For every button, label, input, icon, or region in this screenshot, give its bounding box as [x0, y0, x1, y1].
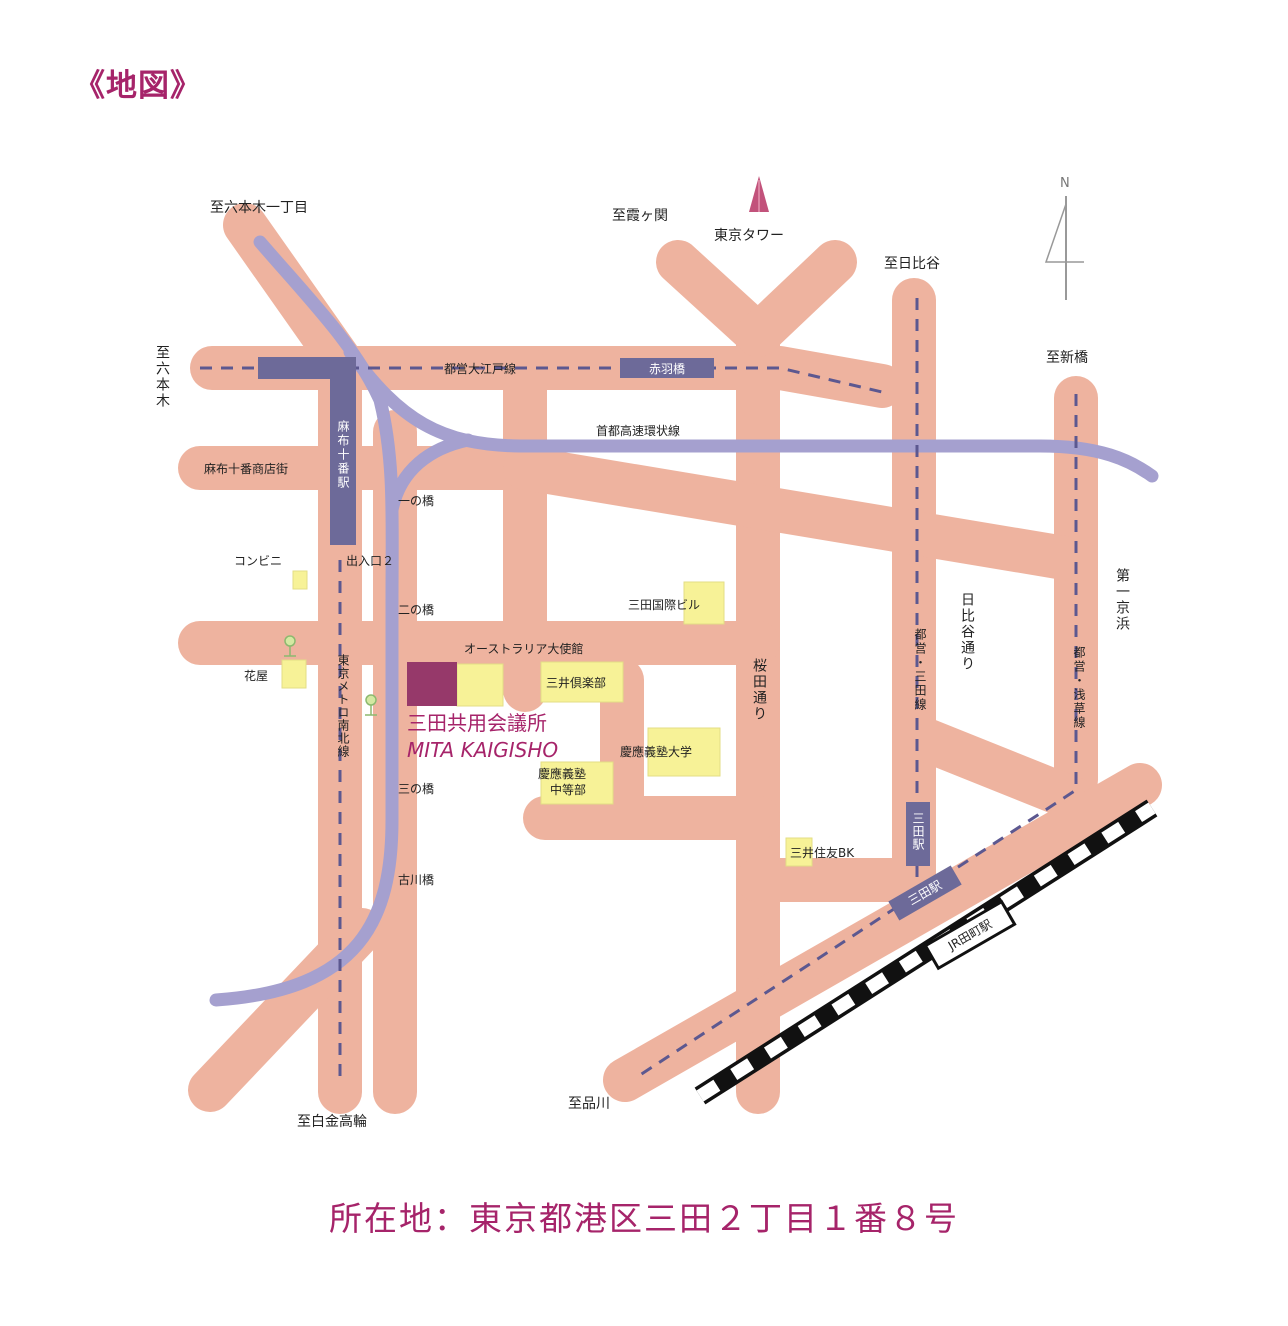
mita-kokusai-building-block [683, 581, 725, 625]
compass-icon: N [1044, 176, 1084, 300]
station-azabujuban [258, 357, 356, 545]
label-hibiya-dori: 日比谷通り [959, 592, 975, 672]
keio-chutobu-block [540, 761, 614, 805]
label-daiichi-keihin: 第一京浜 [1114, 567, 1130, 632]
oedo-line [200, 366, 883, 394]
venue-block [407, 662, 457, 706]
venue-annex-block [456, 663, 504, 707]
station-mita-vertical [906, 802, 930, 866]
road-mita-diagonal [892, 713, 1098, 822]
landmark-blocks [281, 570, 813, 867]
label-ichinohashi: 一の橋 [398, 494, 434, 508]
tower-icon [749, 176, 769, 212]
expressway-loop [343, 345, 1159, 483]
label-azabu-shotengai: 麻布十番商店街 [204, 461, 288, 476]
label-oedo-line: 都営大江戸線 [444, 361, 516, 376]
label-smbc: 三井住友BK [790, 846, 855, 860]
direction-shinagawa: 至品川 [568, 1096, 610, 1112]
label-convenience-store: コンビニ [234, 554, 282, 568]
label-mita-kokusai-building: 三田国際ビル [628, 598, 700, 612]
mitsui-club-block [540, 661, 624, 703]
direction-shimbashi: 至新橋 [1046, 350, 1088, 366]
label-metro-namboku: 東京メトロ南北線 [336, 654, 350, 758]
label-exit-2: 出入口２ [346, 554, 394, 568]
page-title: 《地図》 [74, 68, 202, 104]
label-mitsui-club: 三井倶楽部 [546, 675, 606, 690]
road-daiichi-diagonal [603, 763, 1162, 1102]
compass-north-label: N [1060, 176, 1070, 191]
label-keio-chutobu-line2: 中等部 [550, 782, 586, 797]
station-label-akabanebashi: 赤羽橋 [649, 362, 685, 376]
direction-roppongi-1chome: 至六本木一丁目 [210, 200, 308, 216]
label-toei-mita: 都営・三田線 [913, 628, 927, 712]
venue-name-en: MITA KAIGISHO [407, 738, 558, 762]
jr-track [694, 799, 1158, 1105]
direction-roppongi: 至六本木 [154, 345, 170, 409]
smbc-block [785, 837, 813, 867]
station-label-azabujuban: 麻布十番駅 [336, 419, 350, 490]
label-sakurada-dori: 桜田通り [751, 658, 767, 722]
label-furukawabashi: 古川橋 [398, 872, 434, 887]
label-australian-embassy: オーストラリア大使館 [464, 641, 583, 656]
road-middle-diagonal [503, 446, 1098, 582]
shuto-expressway [209, 235, 1159, 1007]
asakusa-line [639, 394, 1078, 1077]
label-florist: 花屋 [244, 668, 268, 683]
label-sannohashi: 三の橋 [398, 782, 434, 796]
tree-icon [284, 635, 296, 657]
direction-hibiya: 至日比谷 [884, 256, 940, 272]
label-toei-asakusa: 都営・浅草線 [1072, 646, 1086, 730]
address-line: 所在地：東京都港区三田２丁目１番８号 [329, 1199, 959, 1238]
road-tower-right [736, 240, 857, 357]
direction-shirokanetakanawa: 至白金高輪 [297, 1113, 367, 1130]
label-ninohashi: 二の橋 [398, 603, 434, 617]
expressway-main [209, 235, 399, 1007]
florist-block [281, 659, 307, 689]
station-label-mita: 三田駅 [911, 812, 925, 851]
station-akabanebashi: 赤羽橋 [620, 358, 714, 378]
label-tokyo-tower: 東京タワー [714, 228, 784, 244]
rail-lines [200, 298, 1078, 1085]
label-keio-university: 慶應義塾大学 [620, 744, 692, 759]
expressway-ramp [385, 433, 475, 517]
tree-icon [365, 694, 377, 716]
venue-name-ja: 三田共用会議所 [407, 711, 547, 735]
keio-university-block [647, 727, 721, 777]
direction-kasumigaseki: 至霞ヶ関 [612, 208, 668, 224]
convenience-store-block [292, 570, 308, 590]
label-shuto-expressway: 首都高速環状線 [596, 423, 680, 438]
label-keio-chutobu-line1: 慶應義塾 [538, 766, 586, 781]
